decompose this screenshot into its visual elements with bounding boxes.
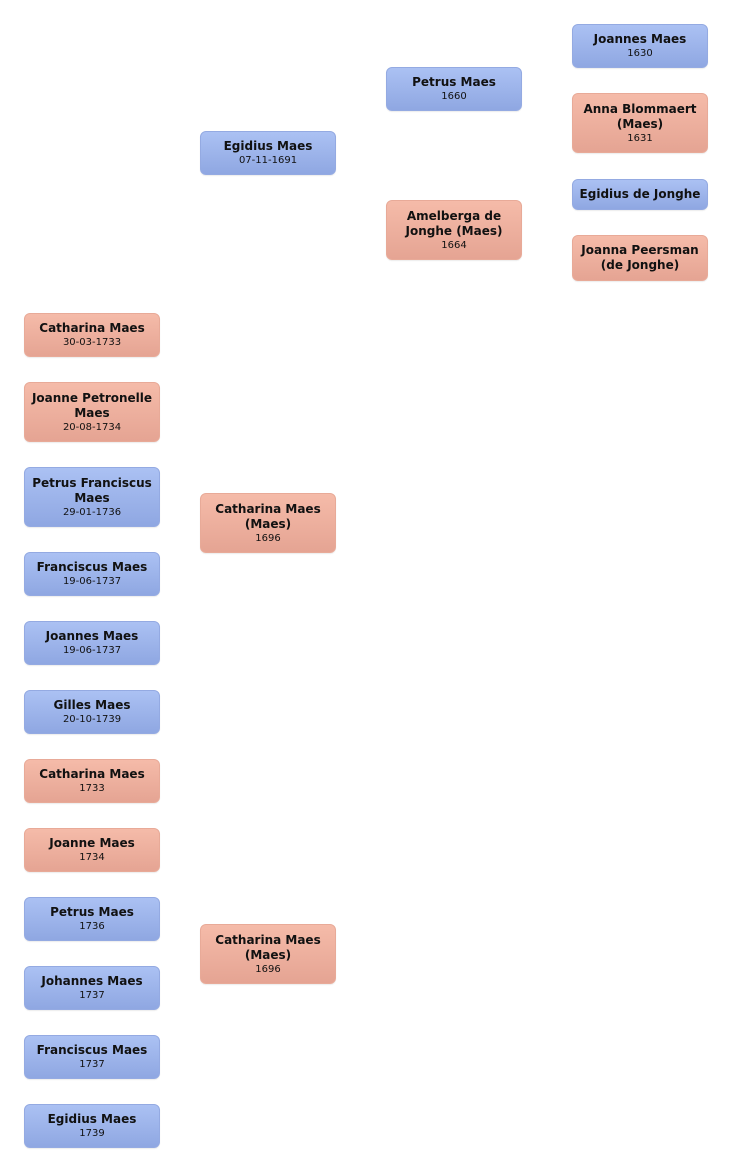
person-date: 20-10-1739: [62, 714, 122, 725]
person-card-anna-blommaert[interactable]: Anna Blommaert (Maes) 1631: [572, 93, 708, 153]
person-card-spouse-catharina-maes-1[interactable]: Catharina Maes (Maes) 1696: [200, 493, 336, 553]
person-name: Anna Blommaert (Maes): [583, 101, 697, 131]
person-name: Franciscus Maes: [36, 560, 148, 574]
person-name: Egidius Maes: [223, 139, 313, 153]
person-name: Catharina Maes: [39, 767, 145, 781]
person-date: 1739: [79, 1128, 105, 1139]
person-date: 30-03-1733: [62, 337, 122, 348]
person-card-joanna-peersman[interactable]: Joanna Peersman (de Jonghe): [572, 235, 708, 281]
person-name: Joanne Maes: [49, 836, 135, 850]
person-card-child[interactable]: Franciscus Maes 1737: [24, 1035, 160, 1079]
person-card-child[interactable]: Gilles Maes 20-10-1739: [24, 690, 160, 734]
person-date: 1736: [79, 921, 105, 932]
person-name: Joannes Maes: [593, 32, 687, 46]
person-name: Petrus Maes: [412, 75, 496, 89]
person-card-egidius-de-jonghe[interactable]: Egidius de Jonghe: [572, 179, 708, 210]
person-name: Egidius Maes: [47, 1112, 137, 1126]
person-name: Joannes Maes: [45, 629, 139, 643]
person-name: Catharina Maes (Maes): [215, 932, 321, 962]
person-card-child[interactable]: Catharina Maes 1733: [24, 759, 160, 803]
person-name: Catharina Maes (Maes): [215, 501, 321, 531]
person-date: 1631: [627, 132, 653, 144]
person-name: Egidius de Jonghe: [579, 187, 701, 201]
person-card-child[interactable]: Catharina Maes 30-03-1733: [24, 313, 160, 357]
person-name: Johannes Maes: [41, 974, 143, 988]
person-name: Petrus Maes: [50, 905, 134, 919]
person-date: 20-08-1734: [62, 421, 122, 433]
person-name: Amelberga de Jonghe (Maes): [405, 208, 503, 238]
person-card-child[interactable]: Joannes Maes 19-06-1737: [24, 621, 160, 665]
person-card-child[interactable]: Joanne Maes 1734: [24, 828, 160, 872]
person-name: Joanne Petronelle Maes: [31, 390, 153, 420]
person-date: 1733: [79, 783, 105, 794]
person-card-child[interactable]: Franciscus Maes 19-06-1737: [24, 552, 160, 596]
person-date: 1660: [441, 91, 467, 102]
person-name: Franciscus Maes: [36, 1043, 148, 1057]
person-card-child[interactable]: Egidius Maes 1739: [24, 1104, 160, 1148]
person-date: 1737: [79, 990, 105, 1001]
person-name: Petrus Franciscus Maes: [32, 475, 152, 505]
person-card-joannes-maes-1630[interactable]: Joannes Maes 1630: [572, 24, 708, 68]
person-card-child[interactable]: Petrus Maes 1736: [24, 897, 160, 941]
person-card-child[interactable]: Petrus Franciscus Maes 29-01-1736: [24, 467, 160, 527]
person-date: 1737: [79, 1059, 105, 1070]
person-card-egidius-maes-father[interactable]: Egidius Maes 07-11-1691: [200, 131, 336, 175]
person-date: 29-01-1736: [62, 506, 122, 518]
person-date: 1696: [255, 963, 281, 975]
person-date: 1734: [79, 852, 105, 863]
person-date: 1630: [627, 48, 653, 59]
person-date: 1696: [255, 532, 281, 544]
person-date: 19-06-1737: [62, 645, 122, 656]
person-card-child[interactable]: Joanne Petronelle Maes 20-08-1734: [24, 382, 160, 442]
person-name: Catharina Maes: [39, 321, 145, 335]
person-name: Gilles Maes: [53, 698, 131, 712]
person-card-amelberga-de-jonghe[interactable]: Amelberga de Jonghe (Maes) 1664: [386, 200, 522, 260]
person-card-spouse-catharina-maes-2[interactable]: Catharina Maes (Maes) 1696: [200, 924, 336, 984]
person-date: 1664: [441, 239, 467, 251]
person-card-child[interactable]: Johannes Maes 1737: [24, 966, 160, 1010]
person-card-petrus-maes[interactable]: Petrus Maes 1660: [386, 67, 522, 111]
person-date: 07-11-1691: [238, 155, 298, 166]
person-name: Joanna Peersman (de Jonghe): [581, 243, 699, 272]
person-date: 19-06-1737: [62, 576, 122, 587]
